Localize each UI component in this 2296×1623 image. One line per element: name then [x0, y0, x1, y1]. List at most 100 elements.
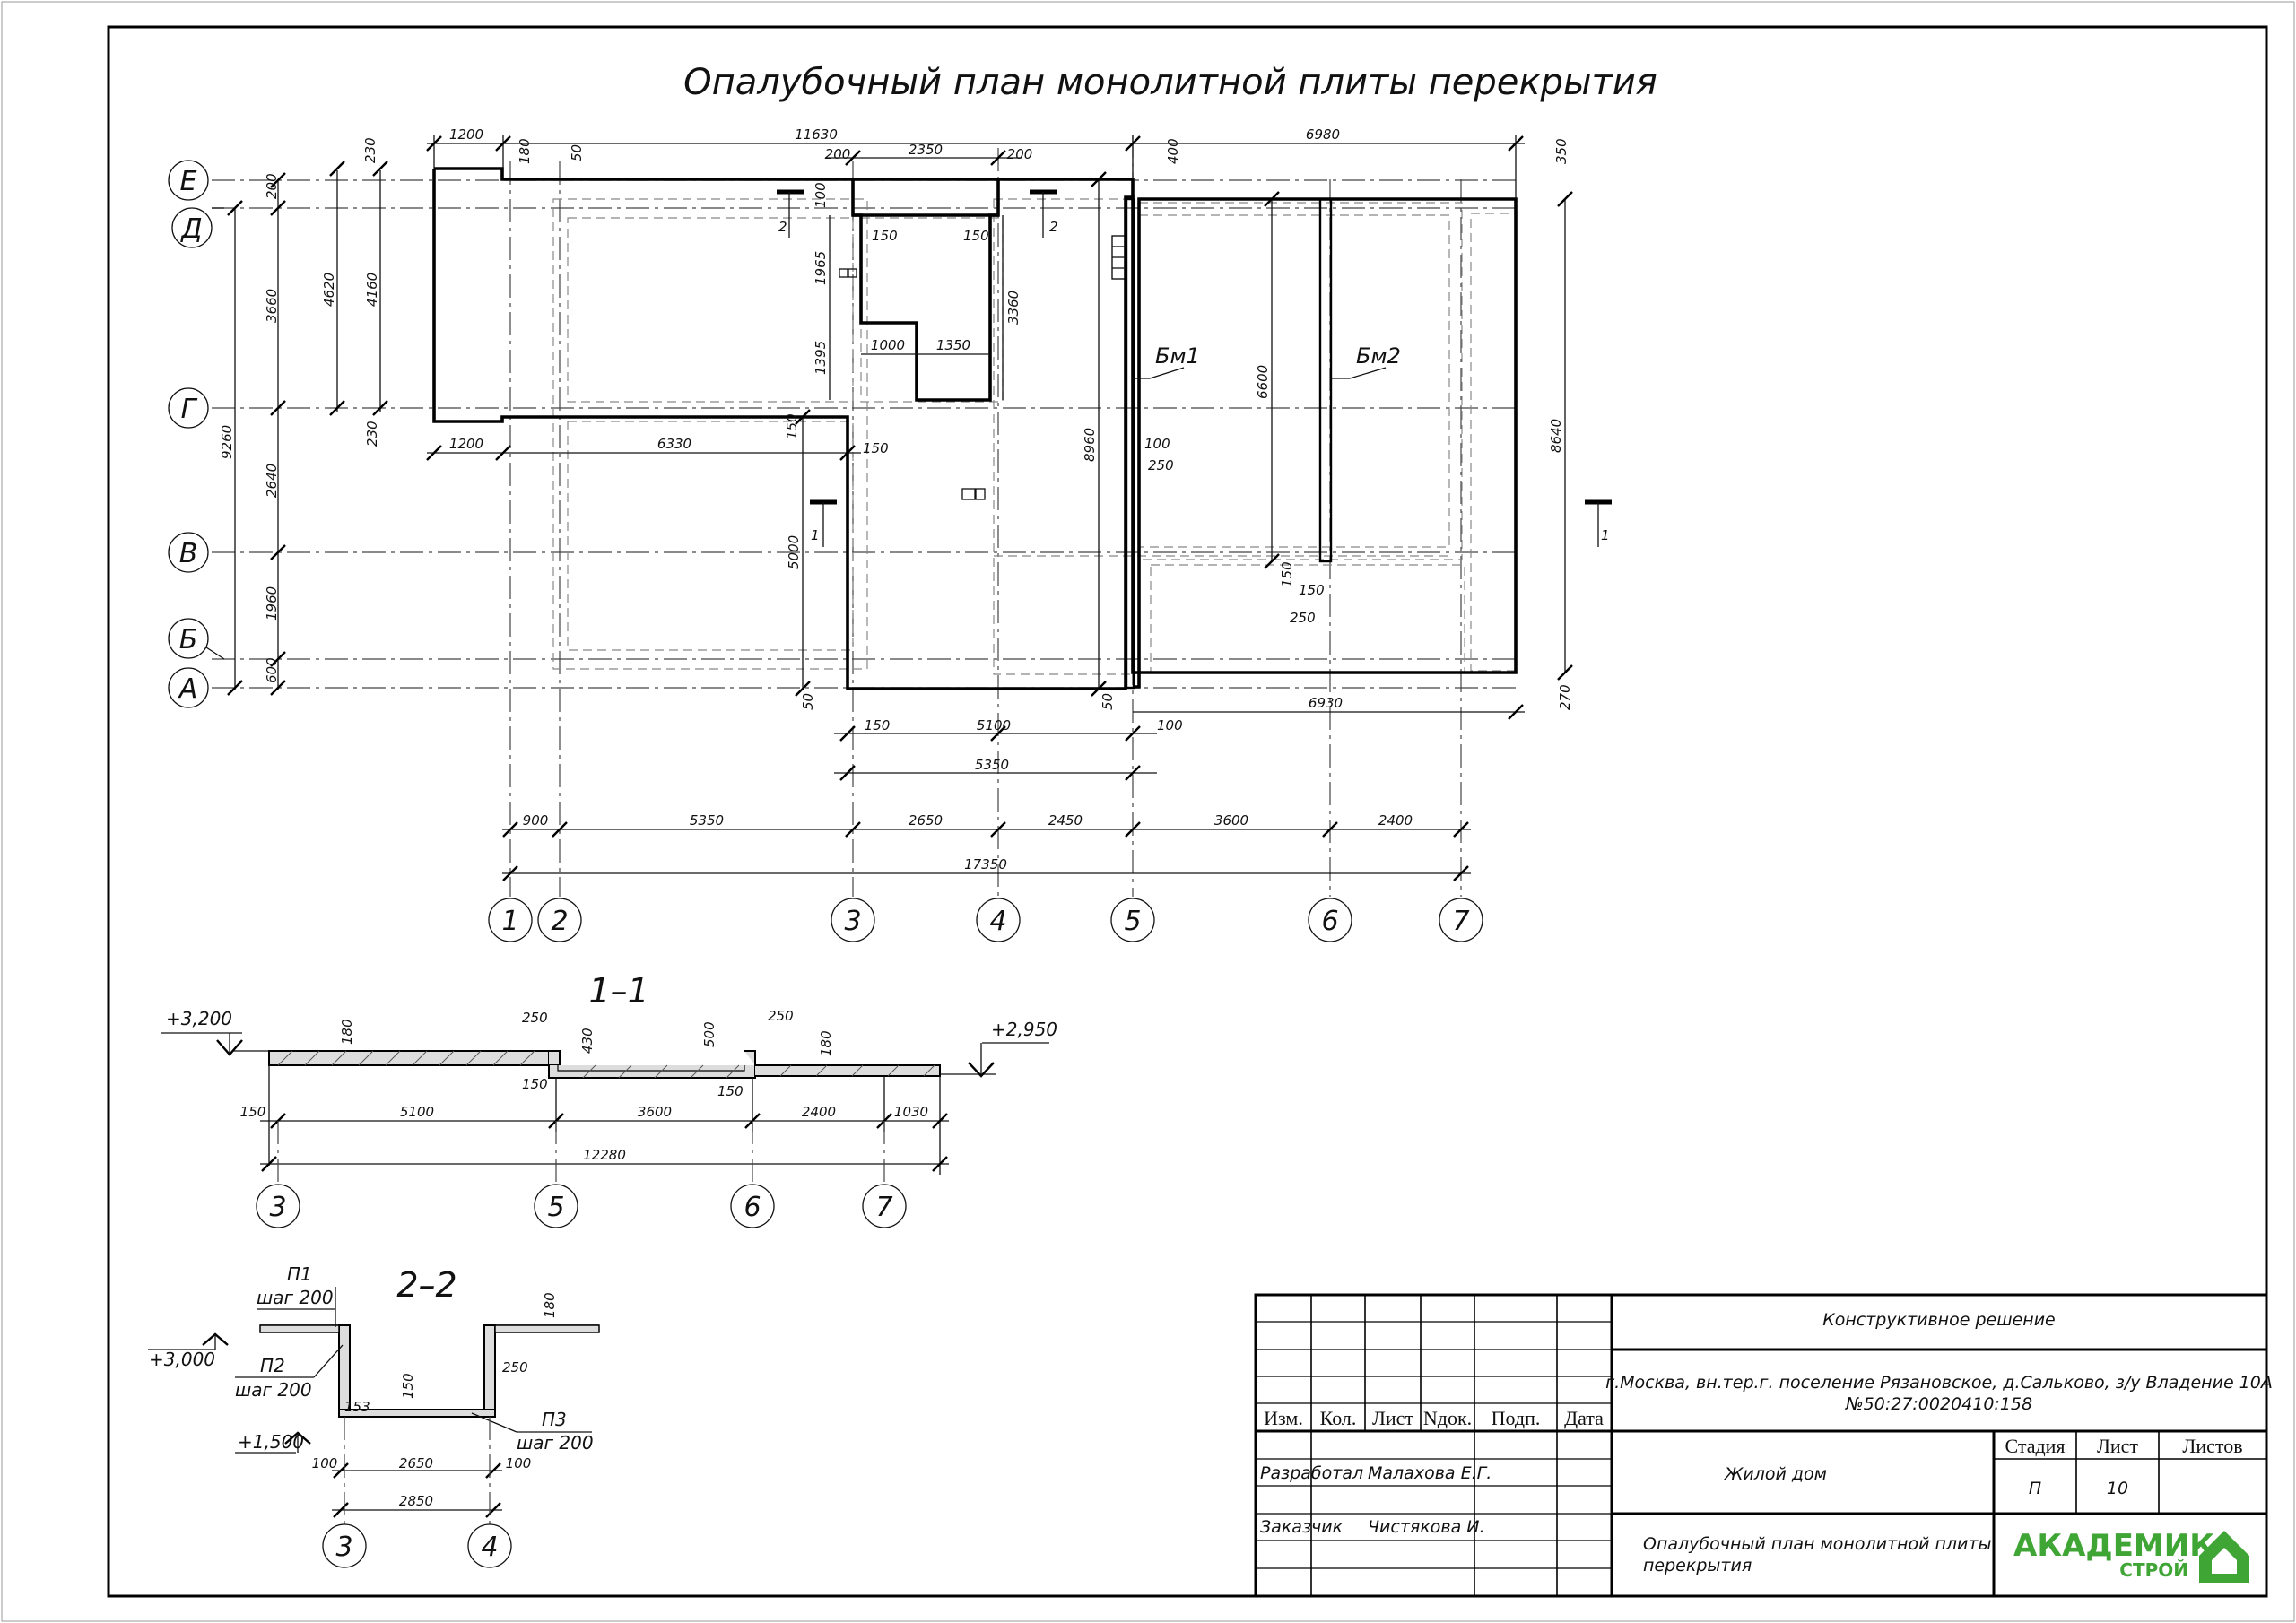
tb-design: Конструктивное решение	[1822, 1310, 2056, 1330]
axis-bubbles-vertical: 1 2 3 4 5 6 7	[488, 898, 1483, 942]
axis-label-A: А	[178, 673, 198, 705]
level-plus-3000: +3,000	[149, 1349, 215, 1370]
sec1-dim-250-a: 250	[522, 1010, 548, 1026]
section-cut-marks: 2 2 1 1	[777, 189, 1612, 547]
sec1-dim-180-a: 180	[339, 1019, 355, 1045]
label-p2: П2	[260, 1355, 285, 1376]
sec2-dim-250: 250	[502, 1359, 528, 1376]
sec1-dim-150-c: 150	[240, 1104, 266, 1120]
dim-stair-1350: 1350	[936, 337, 970, 353]
dim-stair-1395: 1395	[813, 341, 829, 375]
sec1-dim-12280: 12280	[583, 1147, 626, 1163]
dim-top-11630: 11630	[795, 126, 838, 143]
plan-dimensions-bottom: 900 5350 2650 2450 3600 2400 17350	[502, 812, 1471, 881]
axis-label-E: Е	[180, 166, 197, 197]
sec1-dim-150-a: 150	[522, 1076, 548, 1092]
dim-bottom-2400: 2400	[1378, 812, 1413, 829]
sec2-dim-153: 153	[344, 1399, 370, 1415]
dim-bottom-2650: 2650	[909, 812, 943, 829]
axis-label-7: 7	[1452, 906, 1469, 937]
tb-sheet-title-line1: Опалубочный план монолитной плиты	[1643, 1534, 1991, 1554]
axis-label-B: Б	[179, 624, 198, 655]
tb-sheet-label: Лист	[2097, 1435, 2138, 1457]
label-p1: П1	[287, 1263, 312, 1285]
sec1-dim-250-b: 250	[768, 1008, 794, 1024]
dim-bm2-150-b: 150	[1299, 582, 1325, 598]
sec1-axis-7: 7	[875, 1192, 892, 1223]
label-p3-step: шаг 200	[517, 1432, 594, 1454]
sec1-dim-150-b: 150	[718, 1083, 744, 1099]
label-p3: П3	[542, 1409, 567, 1430]
tb-developed-name: Малахова Е.Г.	[1368, 1463, 1492, 1483]
level-plus-1500: +1,500	[238, 1431, 304, 1453]
axis-label-1: 1	[501, 906, 518, 937]
section-mark-2-left: 2	[778, 219, 787, 235]
dim-inner-6600: 6600	[1255, 365, 1271, 399]
dim-bottom-2450: 2450	[1048, 812, 1083, 829]
dim-inner-50-right: 50	[1100, 693, 1116, 710]
section-2-2: 2–2 П1 шаг 200 П2 шаг 200 П3 шаг 200 +3,…	[148, 1263, 600, 1568]
axis-bubbles-horizontal: Е Д Г В Б А	[168, 160, 225, 708]
dim-inner-100-b: 100	[1157, 717, 1183, 733]
tb-col-podp: Подп.	[1492, 1407, 1541, 1429]
tb-col-data: Дата	[1564, 1407, 1604, 1429]
dim-left-600: 600	[264, 657, 280, 683]
tb-sheet-title-line2: перекрытия	[1643, 1556, 1752, 1575]
sec1-dim-3600: 3600	[638, 1104, 672, 1120]
dim-top-100: 100	[813, 182, 829, 208]
axis-label-4: 4	[989, 906, 1006, 937]
plan-dimensions-inner: 1965 1395 1000 1350 3360 1200 6330 150 1…	[426, 171, 1573, 781]
dim-stair-1000: 1000	[871, 337, 905, 353]
dim-bm2-250: 250	[1290, 610, 1316, 626]
axis-label-G: Г	[181, 394, 198, 425]
dim-bm2-150-a: 150	[1279, 561, 1295, 587]
slab-outline-top	[434, 167, 1135, 197]
logo-main-text: АКАДЕМИК	[2013, 1528, 2214, 1564]
sec2-dim-100-a: 100	[312, 1455, 338, 1471]
sec2-axis-4: 4	[481, 1532, 498, 1563]
dim-top-200-left: 200	[825, 146, 851, 162]
plan-dimensions-left: 200 3660 4620 4160 2640 1960 600 9260 23…	[219, 161, 388, 696]
company-logo: АКАДЕМИК СТРОЙ	[2013, 1528, 2249, 1583]
level-plus-2950: +2,950	[991, 1019, 1057, 1040]
axis-label-6: 6	[1321, 906, 1338, 937]
sec1-axis-5: 5	[547, 1192, 564, 1223]
beam-bm2	[1318, 197, 1333, 563]
dim-inner-1200: 1200	[449, 436, 483, 452]
section-mark-1-left: 1	[811, 527, 820, 543]
dim-top-2350: 2350	[909, 142, 943, 158]
tb-col-izm: Изм.	[1264, 1407, 1303, 1429]
dim-top-350: 350	[1553, 138, 1570, 164]
title-block: Изм. Кол. Лист Nдок. Подп. Дата Конструк…	[1254, 1293, 2273, 1598]
dim-bottom-17350: 17350	[964, 856, 1007, 872]
dim-top-1200: 1200	[449, 126, 483, 143]
dim-bottom-3600: 3600	[1214, 812, 1248, 829]
beam-label-bm1: Бм1	[1155, 343, 1200, 369]
stair-opening	[851, 180, 1000, 402]
sec1-dim-2400: 2400	[802, 1104, 836, 1120]
dim-inner-270: 270	[1557, 684, 1573, 710]
sec1-dim-180-b: 180	[818, 1030, 834, 1056]
tb-stage-label: Стадия	[2005, 1435, 2065, 1457]
dim-top-200-right: 200	[1007, 146, 1033, 162]
sec1-axis-3: 3	[269, 1192, 286, 1223]
tb-sheet-value: 10	[2107, 1479, 2128, 1498]
level-plus-3200: +3,200	[166, 1008, 232, 1029]
vertical-axis-lines	[509, 135, 1462, 897]
sec1-dim-430: 430	[579, 1028, 596, 1054]
tb-sheets-label: Листов	[2182, 1435, 2242, 1457]
dim-inner-8960: 8960	[1082, 428, 1098, 462]
drawing-title: Опалубочный план монолитной плиты перекр…	[683, 62, 1657, 103]
tb-col-kol: Кол.	[1320, 1407, 1357, 1429]
sec2-dim-100-b: 100	[506, 1455, 532, 1471]
tb-col-ndok: Nдок.	[1423, 1407, 1472, 1429]
sec2-dim-180: 180	[542, 1292, 558, 1318]
dim-left-3660: 3660	[264, 289, 280, 323]
sec1-dim-1030: 1030	[894, 1104, 928, 1120]
tb-customer-name: Чистякова И.	[1368, 1517, 1485, 1537]
beam-label-bm2: Бм2	[1356, 343, 1401, 369]
dim-inner-150-c: 150	[865, 717, 891, 733]
plan-view: Бм1 Бм2 2 2 1 1	[168, 126, 1612, 942]
sec2-axis-3: 3	[335, 1532, 352, 1563]
tb-address-line1: г.Москва, вн.тер.г. поселение Рязановско…	[1605, 1373, 2273, 1393]
